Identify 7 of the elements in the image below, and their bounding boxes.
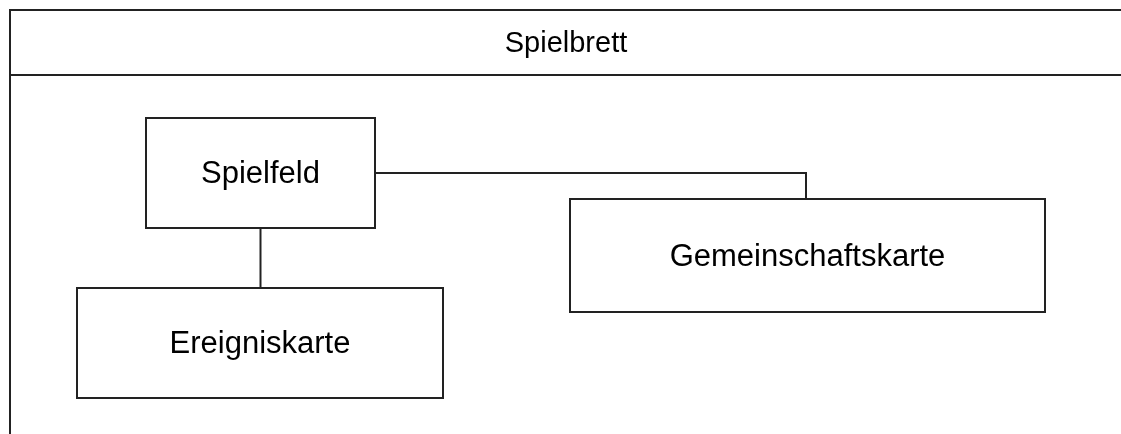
class-box: Spielfeld bbox=[145, 117, 376, 229]
class-box: Gemeinschaftskarte bbox=[569, 198, 1046, 313]
package-frame bbox=[9, 9, 1121, 434]
package-title: Spielbrett bbox=[504, 26, 628, 59]
connector-line bbox=[259, 228, 262, 288]
connector-line bbox=[375, 172, 807, 199]
class-box: Ereigniskarte bbox=[76, 287, 444, 399]
